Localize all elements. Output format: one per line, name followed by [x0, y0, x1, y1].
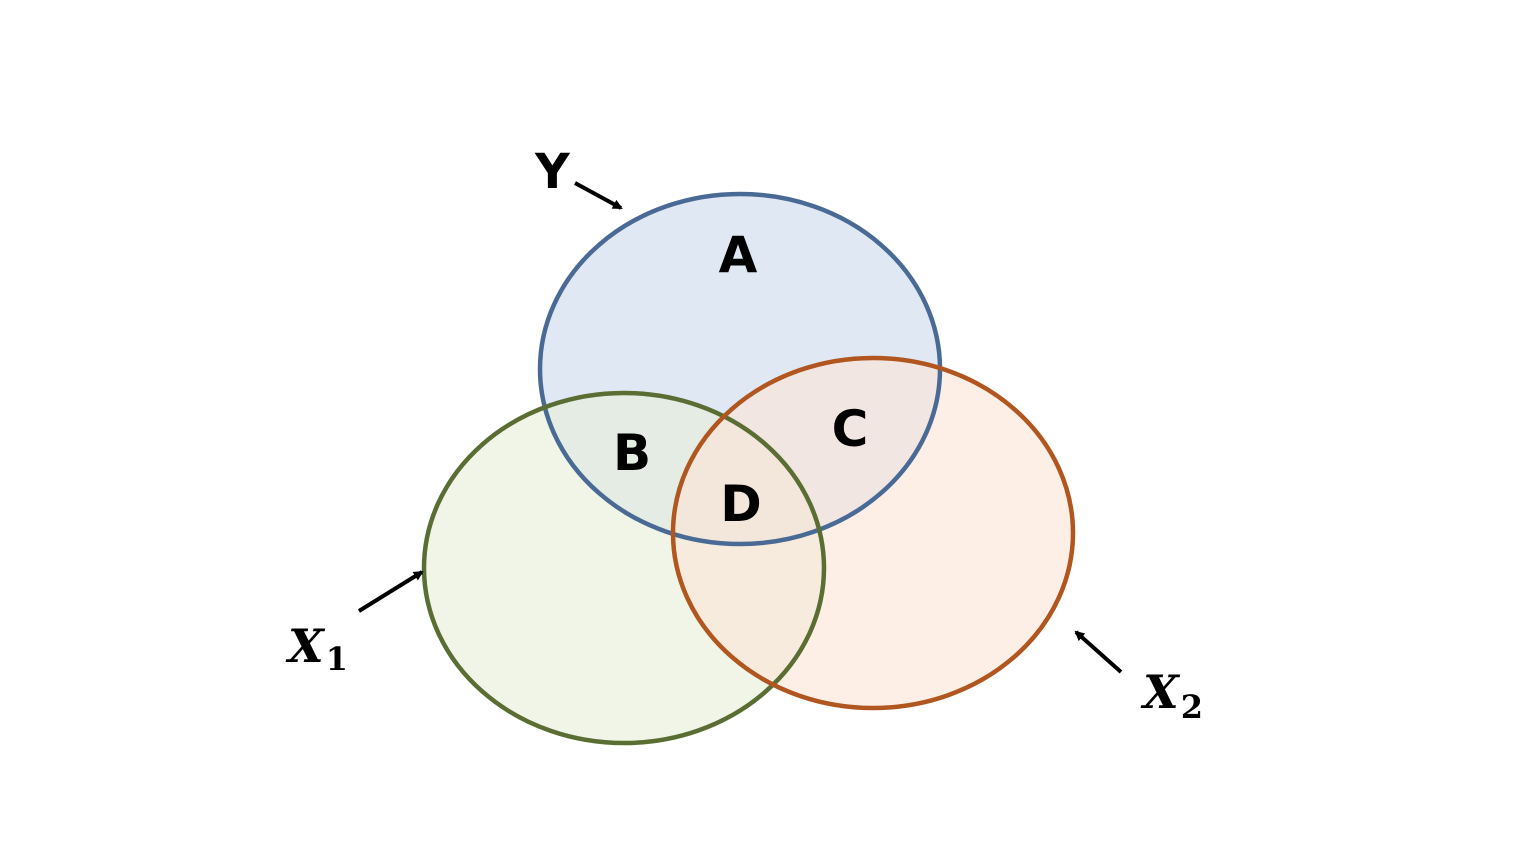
set-x2-subscript: 2 [1181, 688, 1203, 726]
set-x2-letter: X [1140, 665, 1181, 719]
region-b-label: B [613, 424, 651, 482]
set-x2-outline [670, 355, 1076, 711]
region-c-label: C [832, 400, 869, 458]
set-fills [424, 194, 1073, 743]
set-x1-outline [421, 390, 827, 746]
region-d-label: D [720, 475, 762, 533]
region-a-label: A [719, 226, 758, 284]
set-x1-letter: X [285, 619, 326, 673]
arrow-x1 [357, 570, 424, 613]
set-x2-label: X2 [1140, 665, 1203, 726]
set-y-label: Y [534, 144, 571, 200]
set-x2-fill [673, 358, 1073, 708]
arrow-x2 [1074, 630, 1123, 674]
arrow-y [574, 181, 623, 210]
set-outlines [421, 191, 1076, 746]
set-x1-subscript: 1 [326, 640, 348, 678]
set-x1-label: X1 [285, 619, 348, 678]
